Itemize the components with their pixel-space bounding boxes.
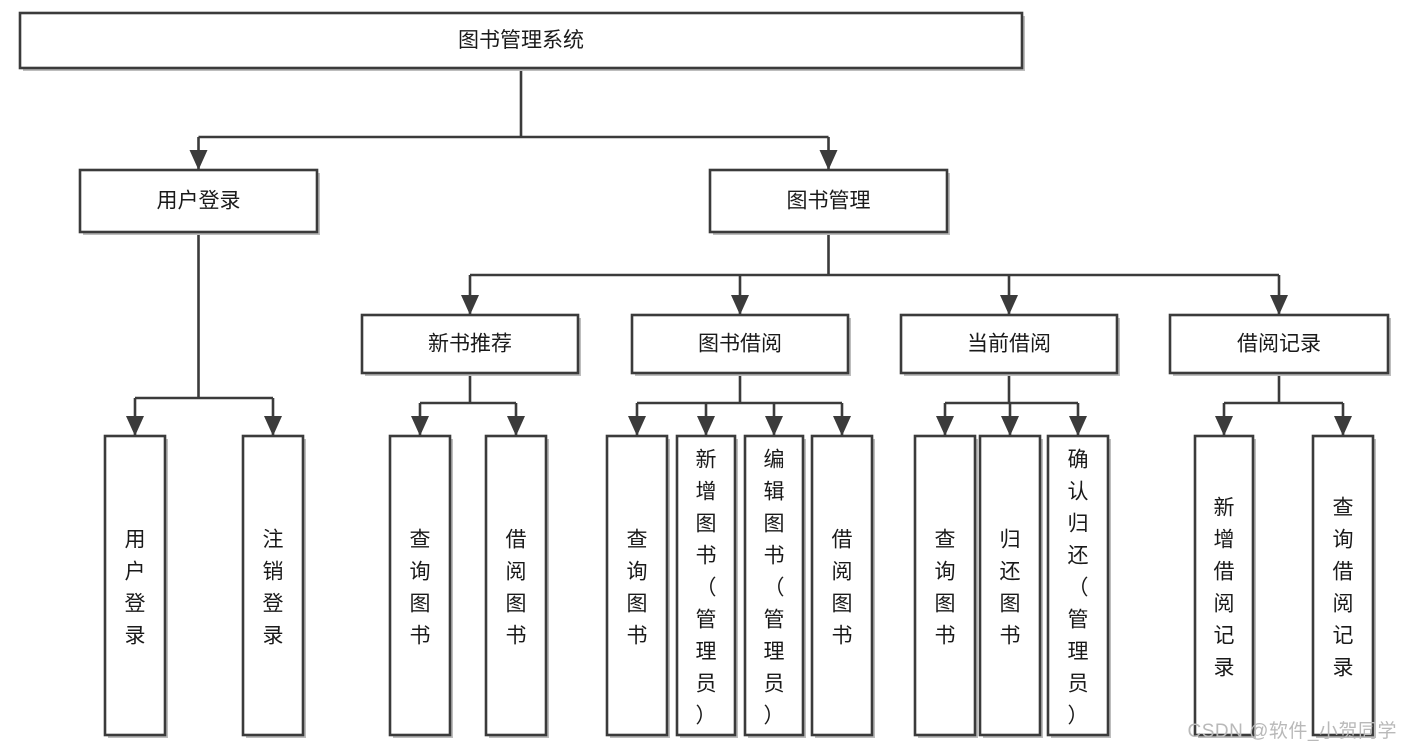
connector-layer — [126, 68, 1352, 436]
arrow-head-icon — [1334, 416, 1352, 436]
node-user-login[interactable]: 用户登录 — [78, 168, 320, 235]
node-label: 新书推荐 — [428, 333, 512, 356]
node-label: 归还图书 — [1000, 528, 1021, 647]
node-label: 借阅记录 — [1237, 333, 1321, 356]
csdn-watermark: CSDN @软件_小贺同学 — [1187, 721, 1397, 742]
node-label: 用户登录 — [157, 190, 241, 213]
arrow-head-icon — [411, 416, 429, 436]
node-borrow-record[interactable]: 借阅记录 — [1168, 313, 1391, 376]
node-leaf-borrow-book-2[interactable]: 借阅图书 — [810, 434, 875, 738]
node-book-borrow[interactable]: 图书借阅 — [630, 313, 851, 376]
node-label: 新增图书（管理员） — [696, 448, 717, 727]
node-rect[interactable] — [675, 434, 737, 737]
node-current-borrow[interactable]: 当前借阅 — [899, 313, 1120, 376]
node-rect[interactable] — [484, 434, 548, 737]
arrow-head-icon — [765, 416, 783, 436]
node-leaf-query-book-1[interactable]: 查询图书 — [388, 434, 453, 738]
node-label: 图书管理系统 — [458, 29, 584, 52]
node-label: 查询借阅记录 — [1333, 496, 1354, 679]
node-label: 用户登录 — [125, 528, 146, 647]
node-label: 查询图书 — [935, 528, 956, 647]
node-label: 编辑图书（管理员） — [764, 448, 785, 727]
node-rect[interactable] — [913, 434, 977, 737]
node-rect[interactable] — [78, 168, 319, 234]
node-rect[interactable] — [1193, 434, 1255, 737]
node-leaf-add-book[interactable]: 新增图书（管理员） — [675, 434, 738, 738]
node-rect[interactable] — [1311, 434, 1375, 737]
node-leaf-edit-book[interactable]: 编辑图书（管理员） — [743, 434, 806, 738]
node-label: 新增借阅记录 — [1214, 496, 1235, 679]
arrow-head-icon — [126, 416, 144, 436]
arrow-head-icon — [507, 416, 525, 436]
node-rect[interactable] — [743, 434, 805, 737]
node-leaf-user-login[interactable]: 用户登录 — [103, 434, 168, 738]
node-label: 查询图书 — [410, 528, 431, 647]
node-root[interactable]: 图书管理系统 — [18, 11, 1025, 71]
node-new-book-recommend[interactable]: 新书推荐 — [360, 313, 581, 376]
node-label: 当前借阅 — [967, 333, 1051, 356]
node-leaf-query-record[interactable]: 查询借阅记录 — [1311, 434, 1376, 738]
arrow-head-icon — [264, 416, 282, 436]
arrow-head-icon — [833, 416, 851, 436]
arrow-head-icon — [731, 295, 749, 315]
arrow-head-icon — [1215, 416, 1233, 436]
node-rect[interactable] — [1046, 434, 1110, 737]
node-leaf-return-book[interactable]: 归还图书 — [978, 434, 1043, 738]
node-rect[interactable] — [708, 168, 949, 234]
node-rect[interactable] — [388, 434, 452, 737]
node-rect[interactable] — [810, 434, 874, 737]
arrow-head-icon — [461, 295, 479, 315]
arrow-head-icon — [1000, 295, 1018, 315]
node-leaf-borrow-book-1[interactable]: 借阅图书 — [484, 434, 549, 738]
arrow-head-icon — [1069, 416, 1087, 436]
node-leaf-logout[interactable]: 注销登录 — [241, 434, 306, 738]
node-rect[interactable] — [605, 434, 669, 737]
node-label: 借阅图书 — [832, 528, 853, 647]
arrow-head-icon — [819, 150, 838, 170]
node-label: 图书管理 — [787, 190, 871, 213]
arrow-head-icon — [697, 416, 715, 436]
node-leaf-add-record[interactable]: 新增借阅记录 — [1193, 434, 1256, 738]
arrow-head-icon — [936, 416, 954, 436]
node-label: 确认归还（管理员） — [1068, 448, 1089, 727]
node-rect[interactable] — [899, 313, 1119, 375]
node-rect[interactable] — [241, 434, 305, 737]
node-rect[interactable] — [103, 434, 167, 737]
node-rect[interactable] — [18, 11, 1024, 70]
node-leaf-confirm-return[interactable]: 确认归还（管理员） — [1046, 434, 1111, 738]
node-rect[interactable] — [360, 313, 580, 375]
node-rect[interactable] — [630, 313, 850, 375]
arrow-head-icon — [1001, 416, 1019, 436]
node-label: 查询图书 — [627, 528, 648, 647]
arrow-head-icon — [628, 416, 646, 436]
node-book-manage[interactable]: 图书管理 — [708, 168, 950, 235]
node-rect[interactable] — [1168, 313, 1390, 375]
node-rect[interactable] — [978, 434, 1042, 737]
arrow-head-icon — [189, 150, 208, 170]
node-label: 借阅图书 — [506, 528, 527, 647]
node-label: 图书借阅 — [698, 333, 782, 356]
node-leaf-query-book-2[interactable]: 查询图书 — [605, 434, 670, 738]
arrow-head-icon — [1270, 295, 1288, 315]
node-label: 注销登录 — [263, 528, 284, 647]
node-layer: 图书管理系统用户登录图书管理新书推荐图书借阅当前借阅借阅记录用户登录注销登录查询… — [18, 11, 1391, 738]
node-leaf-query-book-3[interactable]: 查询图书 — [913, 434, 978, 738]
